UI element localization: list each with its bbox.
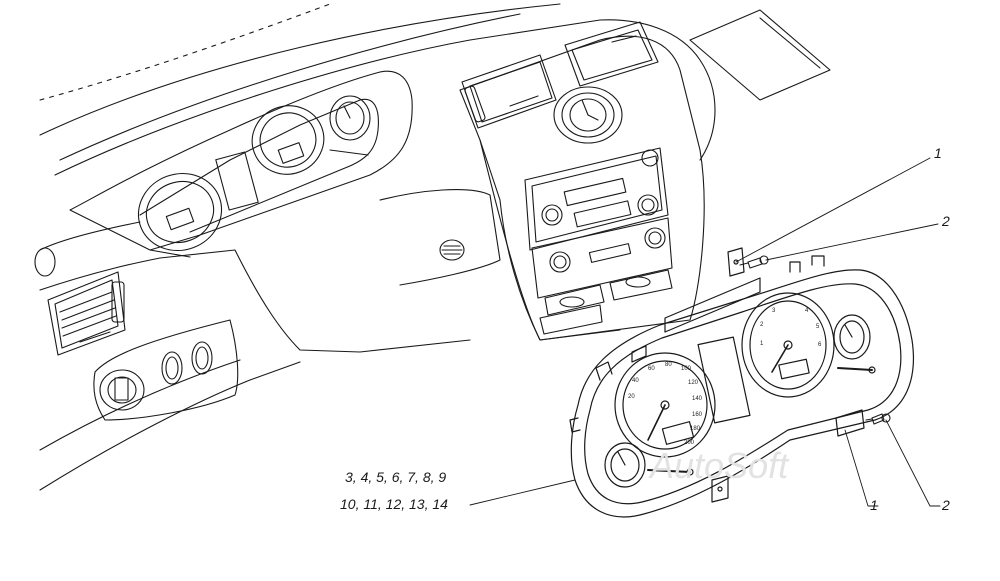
svg-text:5: 5 bbox=[816, 324, 820, 330]
leader-2-top bbox=[765, 223, 939, 261]
top-bracket bbox=[664, 277, 761, 333]
svg-text:2: 2 bbox=[760, 322, 764, 328]
svg-text:200: 200 bbox=[684, 440, 695, 446]
svg-text:4: 4 bbox=[805, 308, 809, 314]
center-display bbox=[697, 336, 751, 424]
center-console-frame bbox=[459, 35, 705, 341]
leader-lines bbox=[469, 157, 941, 507]
leader-2-bottom bbox=[885, 419, 941, 507]
leader-1-top bbox=[735, 157, 931, 263]
leader-1-bottom bbox=[844, 429, 879, 507]
screw-top bbox=[739, 255, 769, 269]
bg-small-gauge bbox=[329, 95, 371, 141]
svg-text:120: 120 bbox=[688, 380, 699, 386]
bottom-bracket bbox=[711, 475, 729, 503]
svg-text:20: 20 bbox=[628, 394, 635, 400]
callout-2-top: 2 bbox=[941, 213, 950, 229]
svg-text:160: 160 bbox=[692, 412, 703, 418]
radio-unit bbox=[524, 147, 669, 251]
bracket-hole bbox=[733, 259, 739, 265]
temp-gauge bbox=[833, 314, 876, 374]
windshield-edge bbox=[39, 3, 561, 136]
svg-text:40: 40 bbox=[632, 378, 639, 384]
top-bracket-left-ear bbox=[631, 345, 647, 363]
callout-1-bottom: 1 bbox=[870, 497, 878, 513]
instrument-hood-inner bbox=[139, 98, 379, 233]
screw-right bbox=[865, 413, 891, 425]
clock bbox=[553, 86, 623, 144]
svg-text:100: 100 bbox=[681, 366, 692, 372]
callout-group-line2: 10, 11, 12, 13, 14 bbox=[340, 496, 448, 512]
speaker-grille bbox=[439, 239, 465, 261]
side-bracket-right bbox=[835, 409, 865, 437]
left-edge-grille bbox=[34, 247, 56, 277]
bottom-bracket-hole bbox=[717, 486, 723, 492]
callout-group-line1: 3, 4, 5, 6, 7, 8, 9 bbox=[345, 469, 446, 485]
clip-top-1 bbox=[595, 361, 613, 381]
cluster-housing-inner bbox=[584, 283, 902, 505]
svg-text:3: 3 bbox=[772, 308, 776, 314]
clip-top-2 bbox=[811, 255, 825, 267]
bg-center-display bbox=[215, 151, 259, 211]
leader-group bbox=[469, 479, 576, 506]
right-pocket bbox=[689, 9, 831, 101]
svg-text:1: 1 bbox=[760, 341, 764, 347]
center-vent-left bbox=[461, 54, 557, 129]
svg-text:80: 80 bbox=[665, 362, 672, 368]
windshield-edge-dash bbox=[39, 3, 331, 101]
left-vent bbox=[47, 271, 126, 356]
callout-1-top: 1 bbox=[934, 145, 942, 161]
clip-left bbox=[569, 417, 581, 433]
callout-2-bottom: 2 bbox=[941, 497, 950, 513]
speedometer: 40 60 80 100 120 140 160 180 200 20 bbox=[614, 352, 716, 458]
switch-panel bbox=[93, 319, 239, 421]
dash-top-surface bbox=[54, 19, 716, 176]
climate-panel bbox=[531, 217, 673, 335]
bg-speedometer bbox=[137, 172, 223, 258]
watermark: AutoSoft bbox=[648, 445, 790, 486]
svg-text:180: 180 bbox=[690, 426, 701, 432]
windshield-edge-inner bbox=[59, 13, 521, 161]
clip-top-3 bbox=[789, 261, 801, 273]
lower-center-panel bbox=[379, 189, 501, 286]
svg-text:140: 140 bbox=[692, 396, 703, 402]
dashboard-background bbox=[34, 3, 831, 491]
instrument-hood bbox=[69, 70, 413, 251]
fuel-gauge bbox=[604, 442, 694, 488]
center-vent-right bbox=[564, 21, 659, 87]
svg-text:60: 60 bbox=[648, 366, 655, 372]
dash-bottom-edge-2 bbox=[39, 359, 241, 451]
svg-text:6: 6 bbox=[818, 342, 822, 348]
right-pocket-inner bbox=[759, 17, 821, 69]
dash-bottom-edge bbox=[39, 361, 301, 491]
dash-lower-contour bbox=[39, 249, 471, 353]
bg-tachometer bbox=[251, 105, 369, 175]
dash-left-contour bbox=[39, 221, 141, 251]
center-console-lower bbox=[479, 139, 621, 341]
top-bracket-right-ear bbox=[727, 247, 745, 277]
tachometer: 2 3 4 5 6 1 bbox=[741, 292, 835, 398]
instrument-cluster: 40 60 80 100 120 140 160 180 200 20 2 3 … bbox=[569, 247, 915, 518]
